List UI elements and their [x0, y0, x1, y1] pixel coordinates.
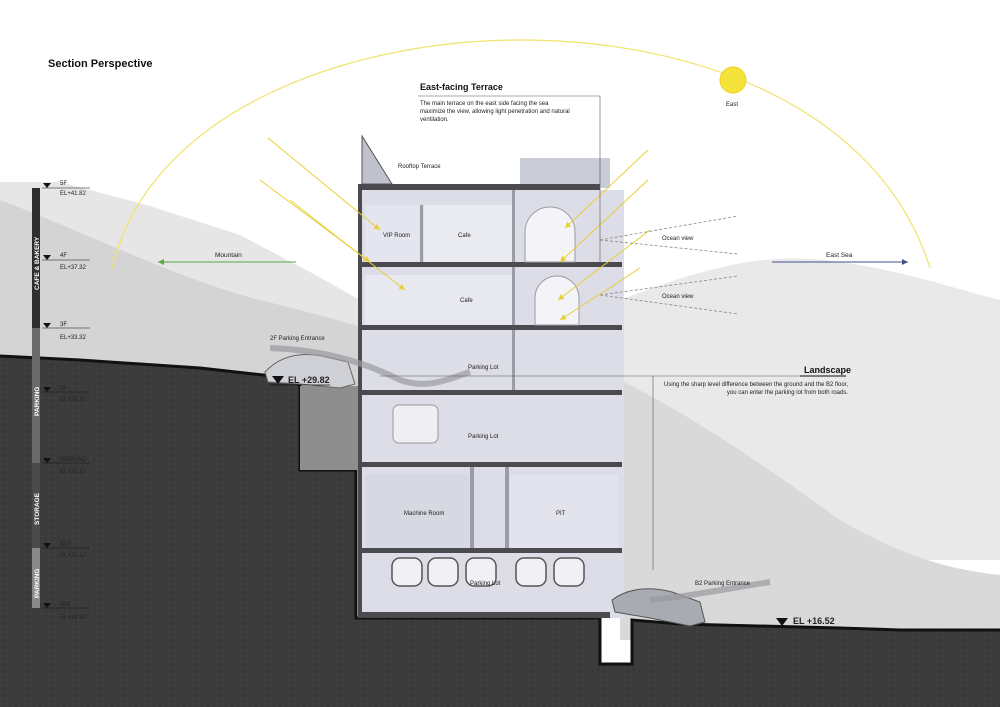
level-elevation: EL+33.32 [60, 335, 87, 341]
zone-labels: CAFE & BAKERY PARKING STORAGE PARKING [34, 236, 41, 598]
level-tick-lines [42, 187, 90, 609]
landscape-description: Using the sharp level difference between… [663, 382, 848, 396]
level-elevation: EL+25.12 [60, 469, 87, 475]
level-elevation: EL+41.82 [60, 191, 87, 197]
room-pit: PIT [556, 511, 566, 517]
elevation-lower-label: EL +16.52 [793, 616, 835, 626]
retaining-wall [300, 386, 358, 470]
car-ground-icon [392, 404, 439, 444]
interior-walls [420, 190, 515, 548]
sun-path-arc [111, 39, 931, 269]
vip-room-area [365, 205, 420, 262]
room-cafe-4f: Cafe [458, 233, 471, 239]
elevation-marker-upper-icon [272, 376, 284, 384]
floor-slabs [358, 184, 622, 618]
ocean-view-label-upper: Ocean view [662, 236, 694, 242]
entrance-2f-label: 2F Parking Entrance [270, 336, 325, 342]
ground-section [0, 356, 1000, 707]
level-name: B1F [60, 542, 71, 548]
terrace-description: The main terrace on the east side facing… [420, 101, 570, 123]
level-name: 4F [60, 253, 67, 259]
landscape-heading: Landscape [804, 365, 852, 375]
terrace-leader-line [418, 95, 601, 262]
ocean-view-label-lower: Ocean view [662, 294, 694, 300]
level-name: 3F [60, 322, 67, 328]
zone-parking-upper: PARKING [34, 387, 41, 417]
zone-parking-lower: PARKING [34, 569, 41, 599]
room-cafe-3f: Cafe [460, 298, 473, 304]
zone-storage: STORAGE [34, 492, 41, 525]
entrance-b2-label: B2 Parking Entrance [695, 581, 751, 587]
cafe-4f-area [424, 205, 512, 262]
ramp-flow-b2 [649, 579, 771, 603]
east-sea-label: East Sea [826, 252, 853, 259]
pit-area [510, 475, 618, 548]
arch-void-4f [524, 206, 576, 263]
room-vip: VIP Room [383, 233, 410, 239]
background-hills-right-near [620, 380, 1000, 640]
sun-rays [259, 137, 651, 321]
elevation-marker-lower-icon [776, 618, 788, 626]
page-title: Section Perspective [48, 58, 153, 70]
ocean-view-lines [599, 215, 739, 315]
zone-cafe-bakery: CAFE & BAKERY [34, 236, 41, 290]
sun-icon [719, 66, 747, 94]
rooftop-wedge [361, 134, 393, 185]
room-machine: Machine Room [404, 511, 444, 517]
rooftop-volume [520, 158, 610, 188]
terrace-heading: East-facing Terrace [420, 82, 503, 92]
elevation-upper-label: EL +29.82 [288, 375, 330, 385]
mountain-label: Mountain [215, 252, 242, 259]
cafe-3f-area [365, 275, 512, 325]
level-name: 2F [60, 386, 67, 392]
level-labels: 5F EL+41.82 4F EL+37.32 3F EL+33.32 2F E… [60, 181, 87, 621]
room-parking-ground: Parking Lot [468, 434, 499, 440]
room-parking-b2: Parking Lot [470, 581, 501, 587]
room-parking-2f: Parking Lot [468, 365, 499, 371]
level-name: B2F [60, 602, 71, 608]
room-rooftop-terrace: Rooftop Terrace [398, 164, 441, 170]
level-name: 5F [60, 181, 67, 187]
level-elevation: EL+37.32 [60, 265, 87, 271]
level-elevation: EL+29.32 [60, 397, 87, 403]
ramp-flow-2f [269, 345, 471, 387]
level-tick-icons [43, 183, 51, 608]
b2-cars [391, 557, 585, 587]
level-name: GROUND [60, 457, 87, 463]
level-elevation: EL+20.12 [60, 553, 87, 559]
level-elevation: EL+16.52 [60, 615, 87, 621]
level-scale-bar [32, 188, 40, 608]
machine-room-area [365, 475, 469, 548]
sun-label: East [726, 102, 738, 108]
arch-void-3f [534, 275, 580, 326]
